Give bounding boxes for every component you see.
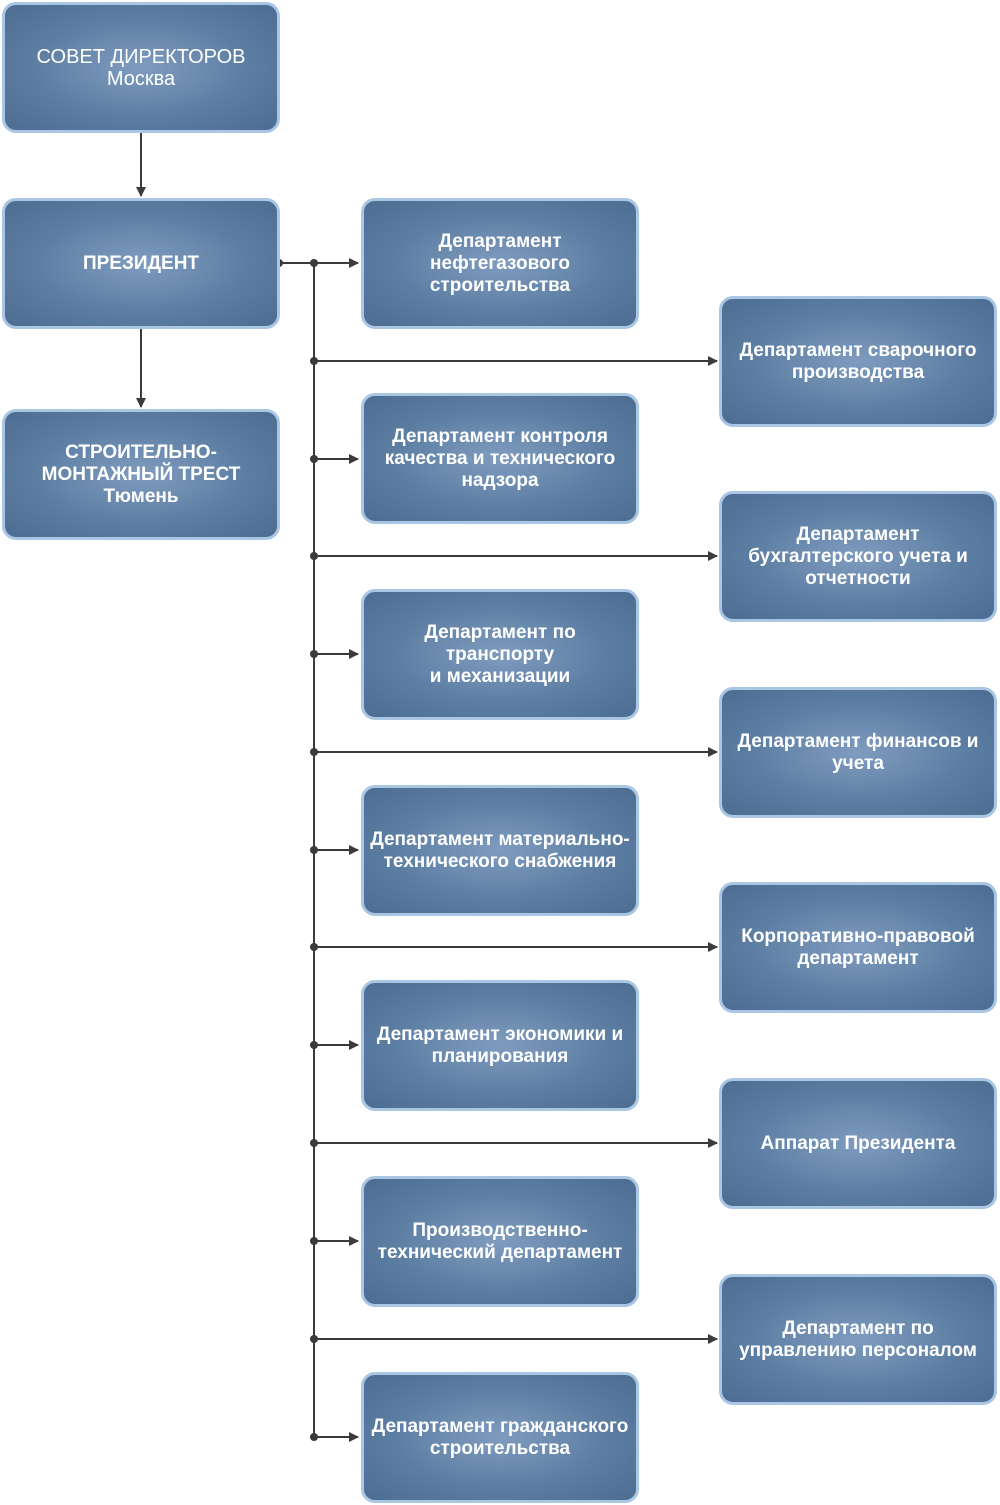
connector-junction-dot: [310, 1335, 318, 1343]
department-label-line: учета: [832, 752, 884, 774]
department-label-line: Департамент: [438, 230, 562, 252]
connector-junction-dot: [310, 943, 318, 951]
department-label-line: нефтегазового: [430, 252, 570, 274]
department-label-line: Департамент гражданского: [371, 1415, 629, 1437]
department-label-line: Департамент экономики и: [376, 1023, 624, 1045]
board-of-directors-box: СОВЕТ ДИРЕКТОРОВ Москва: [2, 2, 280, 133]
department-label-line: управлению персоналом: [739, 1339, 977, 1361]
department-label-line: Аппарат Президента: [760, 1132, 956, 1154]
construction-trust-box: СТРОИТЕЛЬНО- МОНТАЖНЫЙ ТРЕСТ Тюмень: [2, 409, 280, 540]
department-economics-planning: Департамент экономики и планирования: [361, 980, 639, 1111]
department-finance-accounting: Департамент финансов и учета: [719, 687, 997, 818]
president-box: ПРЕЗИДЕНТ: [2, 198, 280, 329]
board-city: Москва: [106, 67, 176, 90]
department-quality-control: Департамент контроля качества и техничес…: [361, 393, 639, 524]
connector-junction-dot: [310, 357, 318, 365]
department-label-line: Департамент: [796, 523, 920, 545]
department-label-line: строительства: [429, 274, 571, 296]
department-label-line: и механизации: [429, 665, 571, 687]
connector-junction-dot: [310, 748, 318, 756]
department-label-line: качества и технического: [384, 447, 616, 469]
trust-city: Тюмень: [103, 485, 179, 507]
department-label-line: Департамент контроля: [392, 425, 608, 447]
board-title: СОВЕТ ДИРЕКТОРОВ: [36, 45, 246, 68]
president-title: ПРЕЗИДЕНТ: [82, 252, 200, 274]
department-label-line: Департамент финансов и: [737, 730, 979, 752]
department-label-line: отчетности: [805, 567, 911, 589]
connector-junction-dot: [310, 1237, 318, 1245]
connector-junction-dot: [310, 455, 318, 463]
department-label-line: Департамент материально-: [370, 828, 630, 850]
department-oil-gas-construction: Департамент нефтегазового строительства: [361, 198, 639, 329]
connector-junction-dot: [310, 552, 318, 560]
department-label-line: Департамент по: [782, 1317, 934, 1339]
department-material-supply: Департамент материально- технического сн…: [361, 785, 639, 916]
department-label-line: Корпоративно-правовой: [741, 925, 975, 947]
department-label-line: производства: [791, 361, 925, 383]
department-production-technical: Производственно- технический департамент: [361, 1176, 639, 1307]
president-office: Аппарат Президента: [719, 1078, 997, 1209]
connector-junction-dot: [310, 1041, 318, 1049]
connector-junction-dot: [310, 1139, 318, 1147]
department-label-line: бухгалтерского учета и: [748, 545, 968, 567]
department-corporate-legal: Корпоративно-правовой департамент: [719, 882, 997, 1013]
department-civil-construction: Департамент гражданского строительства: [361, 1372, 639, 1503]
department-label-line: надзора: [461, 469, 539, 491]
trust-title-line2: МОНТАЖНЫЙ ТРЕСТ: [41, 463, 241, 485]
department-label-line: планирования: [431, 1045, 569, 1067]
trust-title-line1: СТРОИТЕЛЬНО-: [65, 441, 217, 463]
department-accounting-reporting: Департамент бухгалтерского учета и отчет…: [719, 491, 997, 622]
connector-junction-dot: [310, 259, 318, 267]
department-welding-production: Департамент сварочного производства: [719, 296, 997, 427]
department-transport-mechanization: Департамент по транспорту и механизации: [361, 589, 639, 720]
connector-junction-dot: [310, 846, 318, 854]
department-label-line: департамент: [797, 947, 919, 969]
department-label-line: строительства: [429, 1437, 571, 1459]
department-label-line: Департамент сварочного: [739, 339, 977, 361]
department-personnel-management: Департамент по управлению персоналом: [719, 1274, 997, 1405]
department-label-line: Департамент по транспорту: [424, 621, 576, 665]
department-label-line: Производственно-: [412, 1219, 588, 1241]
department-label-line: технического снабжения: [383, 850, 617, 872]
connector-junction-dot: [310, 650, 318, 658]
department-label-line: технический департамент: [377, 1241, 623, 1263]
connector-junction-dot: [310, 1433, 318, 1441]
